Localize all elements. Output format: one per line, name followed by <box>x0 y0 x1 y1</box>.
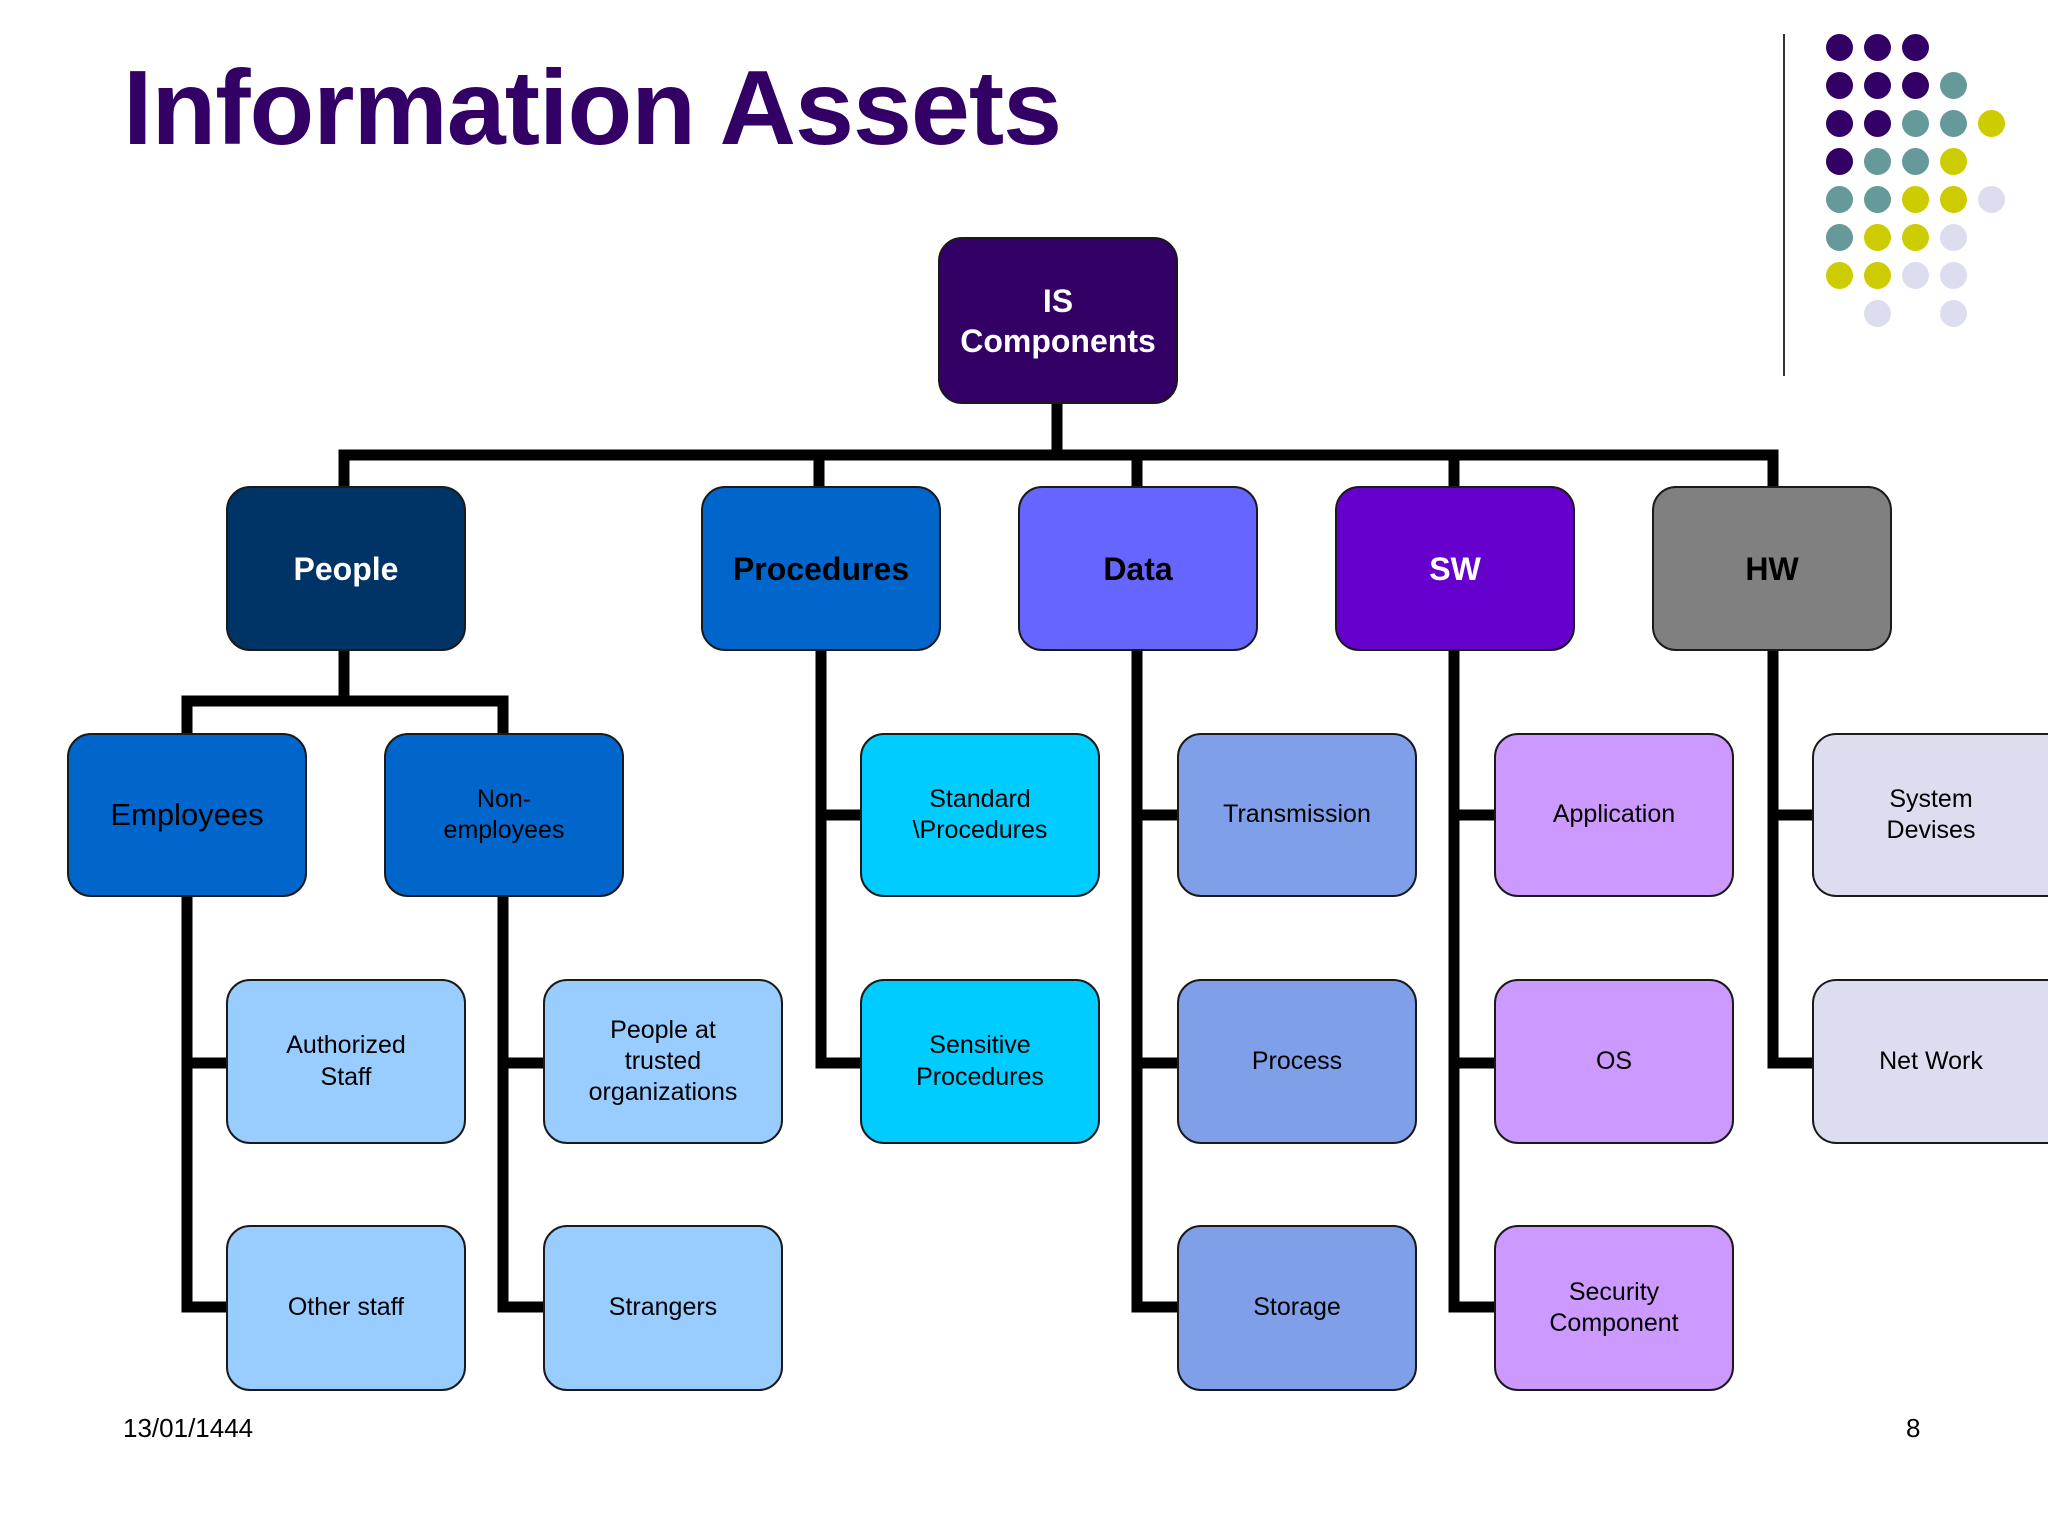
footer-date: 13/01/1444 <box>123 1413 254 1443</box>
node-people: People <box>226 486 466 651</box>
decorative-dot <box>1864 262 1891 289</box>
decorative-dot <box>1902 262 1929 289</box>
decorative-dot <box>1826 110 1853 137</box>
node-standard-procedures: Standard\Procedures <box>860 733 1100 897</box>
decorative-dot <box>1902 224 1929 251</box>
decorative-vertical-line <box>1783 34 1785 376</box>
footer-page-number: 8 <box>1906 1413 1921 1443</box>
decorative-dot <box>1826 148 1853 175</box>
decorative-dot <box>1940 224 1967 251</box>
node-sw: SW <box>1335 486 1575 651</box>
node-strangers: Strangers <box>543 1225 783 1391</box>
node-process: Process <box>1177 979 1417 1144</box>
decorative-dot <box>1902 34 1929 61</box>
decorative-dot <box>1864 148 1891 175</box>
decorative-dot <box>1864 72 1891 99</box>
decorative-dot-grid <box>0 0 2048 400</box>
node-procedures: Procedures <box>701 486 941 651</box>
node-application: Application <box>1494 733 1734 897</box>
decorative-dot <box>1978 186 2005 213</box>
decorative-dot <box>1978 110 2005 137</box>
decorative-dot <box>1902 110 1929 137</box>
decorative-dot <box>1940 110 1967 137</box>
decorative-dot <box>1902 148 1929 175</box>
decorative-dot <box>1826 262 1853 289</box>
node-net-work: Net Work <box>1812 979 2048 1144</box>
decorative-dot <box>1940 148 1967 175</box>
slide-title: Information Assets <box>123 49 1062 167</box>
decorative-dot <box>1826 34 1853 61</box>
decorative-dot <box>1940 72 1967 99</box>
node-non-employees: Non-employees <box>384 733 624 897</box>
node-data: Data <box>1018 486 1258 651</box>
decorative-dot <box>1826 186 1853 213</box>
decorative-dot <box>1864 34 1891 61</box>
decorative-dot <box>1826 72 1853 99</box>
decorative-dot <box>1864 110 1891 137</box>
decorative-dot <box>1864 224 1891 251</box>
decorative-dot <box>1940 300 1967 327</box>
decorative-dot <box>1826 224 1853 251</box>
node-storage: Storage <box>1177 1225 1417 1391</box>
decorative-dot <box>1902 186 1929 213</box>
node-transmission: Transmission <box>1177 733 1417 897</box>
decorative-dot <box>1864 300 1891 327</box>
decorative-dot <box>1864 186 1891 213</box>
node-hw: HW <box>1652 486 1892 651</box>
node-employees: Employees <box>67 733 307 897</box>
node-os: OS <box>1494 979 1734 1144</box>
node-other-staff: Other staff <box>226 1225 466 1391</box>
decorative-dot <box>1940 262 1967 289</box>
decorative-dot <box>1940 186 1967 213</box>
decorative-dot <box>1902 72 1929 99</box>
